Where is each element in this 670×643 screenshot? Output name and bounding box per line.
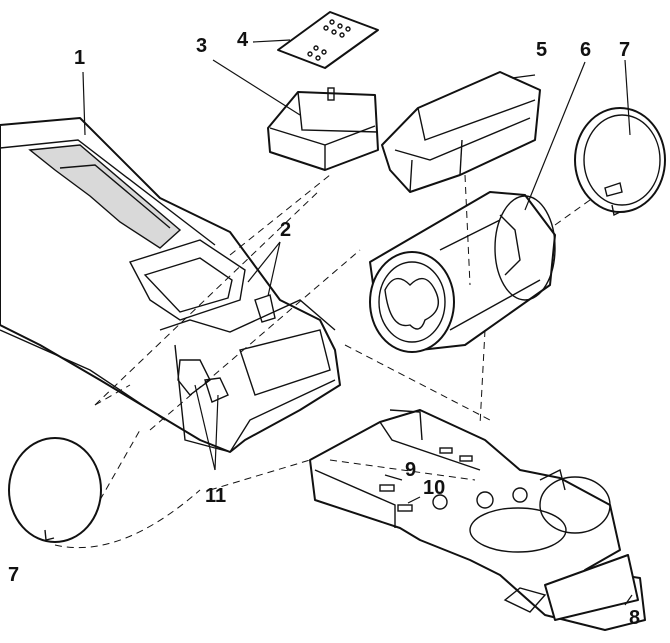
- callout-7-bottom: 7: [8, 564, 20, 586]
- callout-9: 9: [405, 459, 417, 481]
- callout-8: 8: [629, 607, 641, 629]
- end-cover-disc-part-top: [574, 107, 666, 217]
- callout-11: 11: [205, 485, 227, 507]
- callout-10: 10: [423, 477, 446, 499]
- callout-leader-lines: [82, 39, 633, 606]
- callout-1: 1: [74, 47, 86, 69]
- bin-lid-part: [277, 11, 379, 69]
- callout-5: 5: [536, 39, 548, 61]
- roller-cylinder-part: [369, 191, 556, 353]
- callout-2: 2: [280, 219, 292, 241]
- assembly-guide-lines: [54, 174, 591, 549]
- console-body-part: [0, 117, 341, 453]
- callout-7-top: 7: [619, 39, 631, 61]
- storage-bin-part: [267, 87, 379, 171]
- callout-6: 6: [580, 39, 592, 61]
- callout-3: 3: [196, 35, 208, 57]
- tray-insert-part: [381, 71, 541, 193]
- callout-4: 4: [237, 29, 249, 51]
- end-cover-disc-part-bottom: [8, 437, 102, 543]
- cup-holder-assembly-part: [309, 409, 646, 631]
